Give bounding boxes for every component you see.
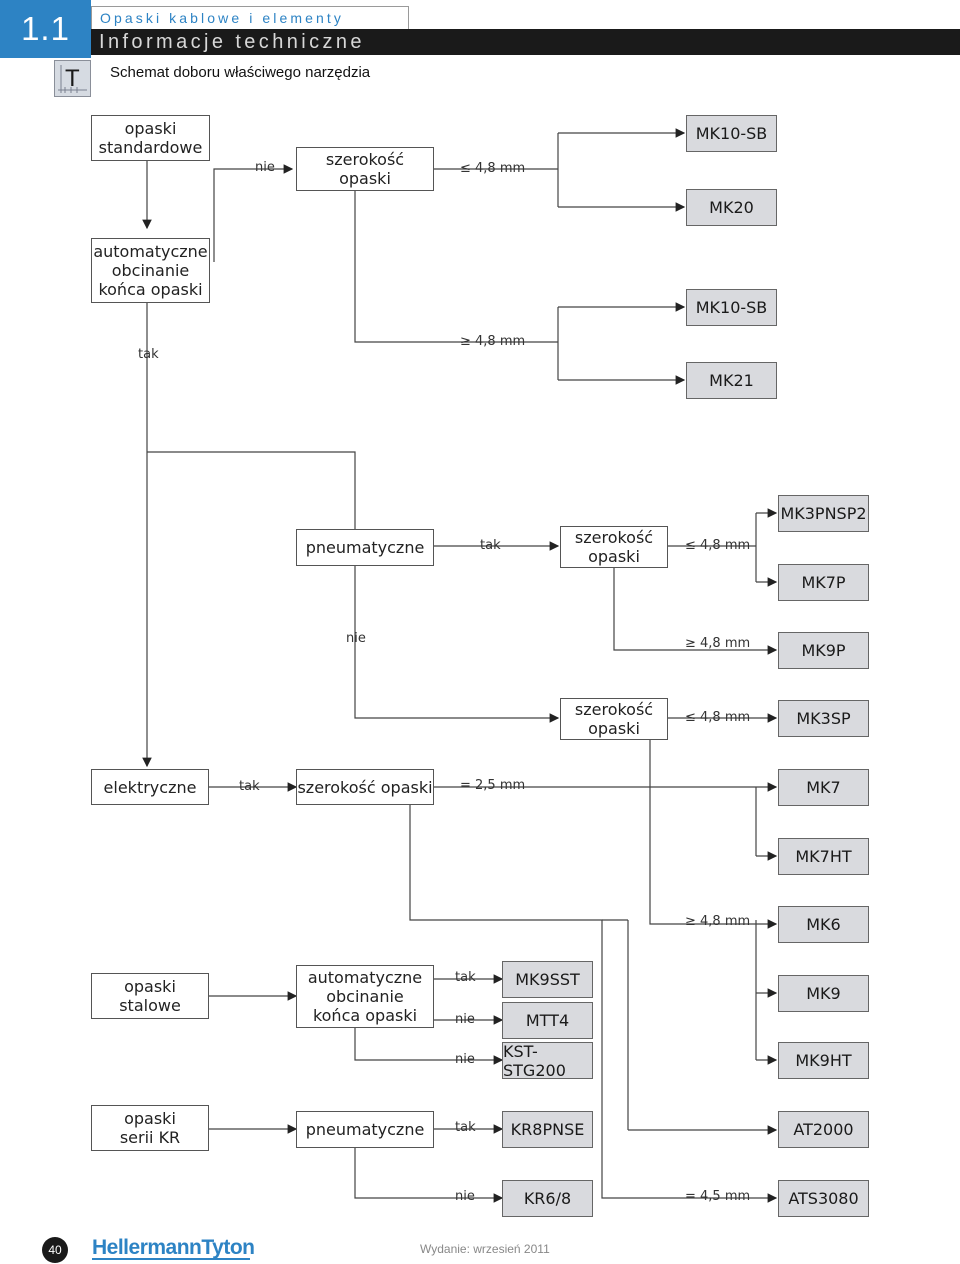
section-number: 1.1: [0, 0, 91, 58]
product-mk7: MK7: [778, 769, 869, 806]
edge-label: tak: [138, 347, 159, 362]
product-at2000: AT2000: [778, 1111, 869, 1148]
edge-label: ≥ 4,8 mm: [685, 636, 751, 651]
edge-label: nie: [455, 1012, 475, 1027]
product-mk20: MK20: [686, 189, 777, 226]
edge-label: ≤ 4,8 mm: [460, 161, 526, 176]
edge-label: nie: [346, 631, 366, 646]
edge-label: = 2,5 mm: [460, 778, 526, 793]
product-mk10sb-b: MK10-SB: [686, 289, 777, 326]
box-kr-series: opaski serii KR: [91, 1105, 209, 1151]
svg-text:T: T: [65, 65, 80, 92]
box-steel-ties: opaski stalowe: [91, 973, 209, 1019]
product-mk9: MK9: [778, 975, 869, 1012]
diagram-subtitle: Schemat doboru właściwego narzędzia: [110, 64, 371, 81]
box-auto-cut-standard: automatyczne obcinanie końca opaski: [91, 238, 210, 303]
box-auto-cut-steel: automatyczne obcinanie końca opaski: [296, 965, 434, 1028]
page-title: Informacje techniczne: [91, 29, 960, 55]
edge-label: tak: [239, 779, 260, 794]
edge-label: nie: [255, 160, 275, 175]
product-mk7ht: MK7HT: [778, 838, 869, 875]
product-ats3080: ATS3080: [778, 1180, 869, 1217]
product-mk10sb-a: MK10-SB: [686, 115, 777, 152]
box-standard-ties: opaski standardowe: [91, 115, 210, 161]
box-tie-width-4: szerokość opaski: [296, 769, 434, 805]
edge-label: ≤ 4,8 mm: [685, 710, 751, 725]
box-electric: elektryczne: [91, 769, 209, 805]
t-glyph-icon: T: [58, 65, 87, 93]
page-number: 40: [42, 1237, 68, 1263]
box-pneumatic-1: pneumatyczne: [296, 529, 434, 566]
edge-label: tak: [455, 970, 476, 985]
logo-underline: [92, 1258, 250, 1260]
product-mk6: MK6: [778, 906, 869, 943]
technical-info-icon: T: [54, 60, 91, 97]
edge-label: nie: [455, 1052, 475, 1067]
product-kst-stg200: KST-STG200: [502, 1042, 593, 1080]
product-mk3sp: MK3SP: [778, 700, 869, 737]
product-kr6-8: KR6/8: [502, 1180, 593, 1217]
edge-label: nie: [455, 1189, 475, 1204]
product-mk21: MK21: [686, 362, 777, 399]
edge-label: ≥ 4,8 mm: [460, 334, 526, 349]
product-mtt4: MTT4: [502, 1002, 593, 1039]
brand-logo: HellermannTyton: [92, 1236, 255, 1259]
box-tie-width-2: szerokość opaski: [560, 526, 668, 568]
edge-label: tak: [480, 538, 501, 553]
box-pneumatic-2: pneumatyczne: [296, 1111, 434, 1148]
edge-label: tak: [455, 1120, 476, 1135]
product-kr8pnse: KR8PNSE: [502, 1111, 593, 1148]
product-mk9sst: MK9SST: [502, 961, 593, 998]
edge-label: ≤ 4,8 mm: [685, 538, 751, 553]
product-mk9ht: MK9HT: [778, 1042, 869, 1079]
product-mk7p: MK7P: [778, 564, 869, 601]
product-mk3pnsp2: MK3PNSP2: [778, 495, 869, 532]
edge-label: = 4,5 mm: [685, 1189, 751, 1204]
box-tie-width-3: szerokość opaski: [560, 698, 668, 740]
edition-date: Wydanie: wrzesień 2011: [420, 1242, 550, 1256]
product-mk9p: MK9P: [778, 632, 869, 669]
edge-label: ≥ 4,8 mm: [685, 914, 751, 929]
box-tie-width-1: szerokość opaski: [296, 147, 434, 191]
